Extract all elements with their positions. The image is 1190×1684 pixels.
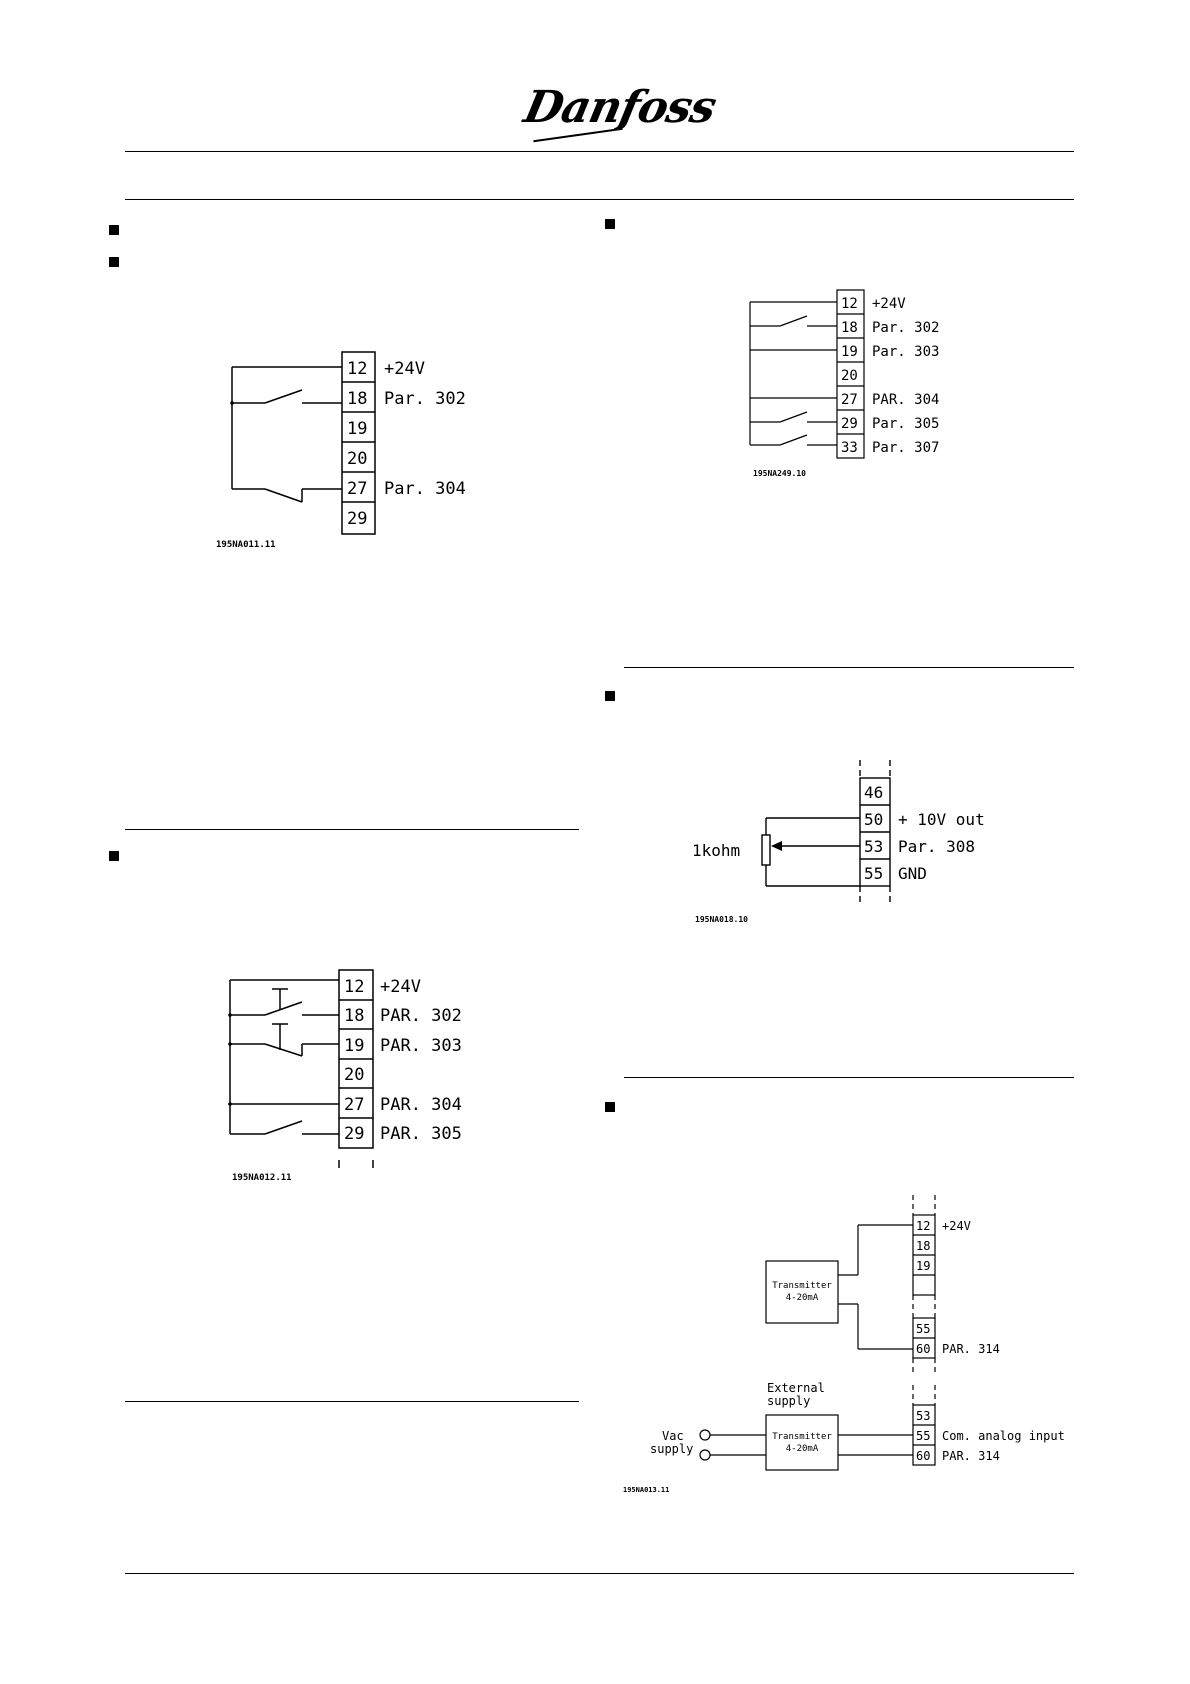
terminal-label: PAR. 303 [380, 1036, 462, 1056]
terminal-label: +24V [380, 977, 421, 997]
wiring-diagram-c: 12 18 19 20 27 29 +24V PAR. 302 PAR. 303… [228, 969, 462, 1183]
danfoss-logo: Danfoss [519, 82, 721, 133]
terminal-number: 53 [864, 837, 883, 856]
terminal-label: PAR. 314 [942, 1342, 1000, 1356]
terminal-number: 20 [344, 1065, 364, 1085]
terminal-label: PAR. 304 [872, 392, 939, 408]
terminal-number: 50 [864, 810, 883, 829]
section-rule-left-2 [125, 1401, 579, 1402]
wiring-diagram-a: 12 18 19 20 27 29 +24V Par. 302 Par. 304… [216, 351, 466, 550]
terminal-number: 27 [344, 1095, 364, 1115]
terminal-number: 12 [347, 359, 367, 379]
transmitter-label: 4-20mA [786, 1444, 819, 1454]
terminal-label: PAR. 305 [380, 1124, 462, 1144]
terminal-number: 29 [347, 509, 367, 529]
terminal-label: +24V [942, 1219, 971, 1233]
section-rule-right-1 [624, 667, 1074, 668]
terminal-number: 12 [916, 1219, 930, 1233]
supply-label: supply [650, 1442, 693, 1456]
terminal-label: + 10V out [898, 810, 985, 829]
terminal-label: Par. 302 [384, 389, 466, 409]
terminal-label: Par. 308 [898, 837, 975, 856]
terminal-label: GND [898, 864, 927, 883]
section-bullet [109, 225, 119, 235]
figure-code: 195NA018.10 [695, 915, 748, 924]
terminal-number: 20 [841, 368, 858, 384]
section-rule-left-1 [125, 829, 579, 830]
terminal-number: 18 [344, 1006, 364, 1026]
section-bullet [605, 1102, 615, 1112]
terminal-number: 18 [841, 320, 858, 336]
terminal-number: 18 [347, 389, 367, 409]
terminal-number: 19 [916, 1259, 930, 1273]
figure-code: 195NA013.11 [623, 1486, 669, 1494]
terminal-label: Par. 305 [872, 416, 939, 432]
terminal-number: 19 [344, 1036, 364, 1056]
terminal-label: +24V [384, 359, 425, 379]
terminal-number: 19 [347, 419, 367, 439]
terminal-label: PAR. 314 [942, 1449, 1000, 1463]
transmitter-label: Transmitter [772, 1281, 832, 1291]
terminal-number: 19 [841, 344, 858, 360]
section-rule-right-2 [624, 1077, 1074, 1078]
header-rule-bottom [125, 199, 1074, 200]
terminal-label: PAR. 302 [380, 1006, 462, 1026]
figure-code: 195NA011.11 [216, 540, 276, 550]
terminal-number: 27 [841, 392, 858, 408]
terminal-label: Par. 307 [872, 440, 939, 456]
terminal-label: PAR. 304 [380, 1095, 462, 1115]
resistor-label: 1kohm [692, 841, 740, 860]
terminal-number: 55 [916, 1429, 930, 1443]
section-bullet [605, 691, 615, 701]
terminal-number: 55 [916, 1322, 930, 1336]
supply-label: Vac [662, 1429, 684, 1443]
footer-rule [125, 1573, 1074, 1574]
transmitter-label: 4-20mA [786, 1293, 819, 1303]
transmitter-label: Transmitter [772, 1432, 832, 1442]
terminal-number: 60 [916, 1449, 930, 1463]
terminal-number: 27 [347, 479, 367, 499]
terminal-number: 20 [347, 449, 367, 469]
terminal-number: 12 [344, 977, 364, 997]
figure-code: 195NA012.11 [232, 1173, 292, 1183]
terminal-number: 53 [916, 1409, 930, 1423]
terminal-label: +24V [872, 296, 906, 312]
terminal-number: 29 [841, 416, 858, 432]
supply-label: supply [767, 1394, 810, 1408]
supply-label: External [767, 1381, 825, 1395]
terminal-label: Com. analog input [942, 1429, 1065, 1443]
terminal-label: Par. 302 [872, 320, 939, 336]
wiring-diagram-b: 12 18 19 20 27 29 33 +24V Par. 302 Par. … [749, 289, 939, 478]
terminal-number: 12 [841, 296, 858, 312]
terminal-number: 60 [916, 1342, 930, 1356]
wiring-diagram-d: 46 50 53 55 + 10V out Par. 308 GND 1kohm… [692, 760, 985, 924]
terminal-number: 29 [344, 1124, 364, 1144]
terminal-number: 46 [864, 783, 883, 802]
section-bullet [605, 219, 615, 229]
wiring-diagram-e: 12 18 19 55 60 +24V PAR. 314 53 55 60 Co… [623, 1195, 1065, 1494]
terminal-number: 33 [841, 440, 858, 456]
terminal-label: Par. 304 [384, 479, 466, 499]
section-bullet [109, 257, 119, 267]
section-bullet [109, 851, 119, 861]
header-rule-top [125, 151, 1074, 152]
terminal-label: Par. 303 [872, 344, 939, 360]
terminal-number: 18 [916, 1239, 930, 1253]
terminal-number: 55 [864, 864, 883, 883]
figure-code: 195NA249.10 [753, 469, 806, 478]
